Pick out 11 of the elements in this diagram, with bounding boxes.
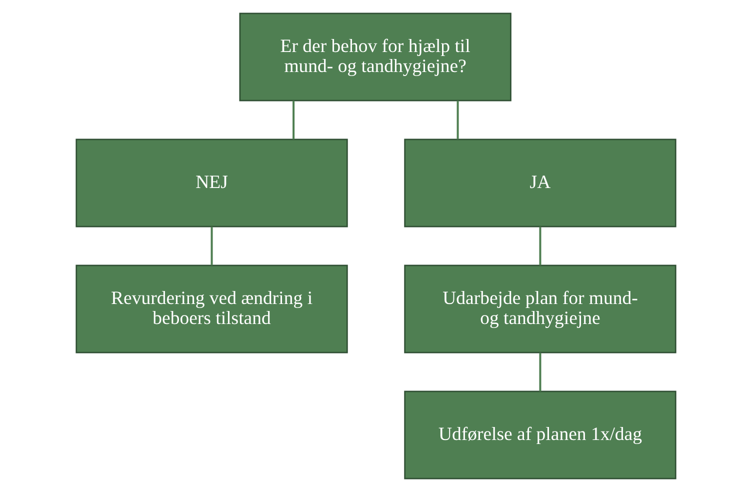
node-box: Revurdering ved ændring i beboers tilstand [75,264,348,354]
node-box: JA [404,138,676,228]
connector [456,100,458,140]
node-box: Udarbejde plan for mund- og tandhygiejne [404,264,676,354]
node-box: NEJ [75,138,348,228]
connector [538,226,541,266]
connector [538,352,541,392]
connector [292,100,294,140]
connector [210,226,212,266]
node-box: Udførelse af planen 1x/dag [404,390,676,480]
node-box: Er der behov for hjælp til mund- og tandhygiejne? [238,12,511,102]
